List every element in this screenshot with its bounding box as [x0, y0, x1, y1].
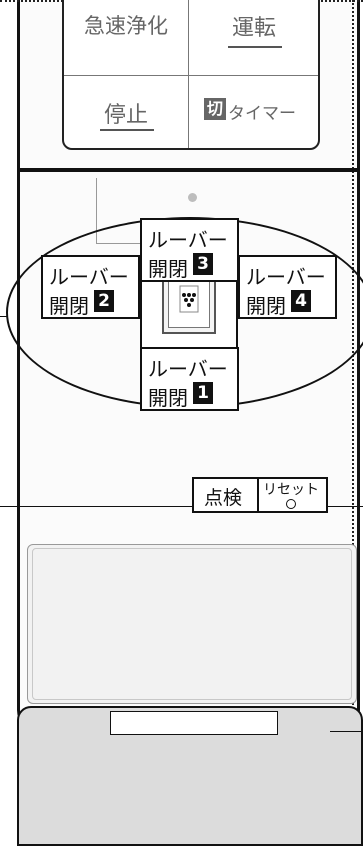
louver-label: ルーバー: [148, 357, 228, 381]
reset-hole-icon: [286, 499, 296, 509]
divider: [257, 477, 259, 513]
quick-purify-button[interactable]: 急速浄化: [64, 0, 188, 74]
divider: [64, 75, 318, 76]
reset-button[interactable]: リセット: [259, 479, 326, 511]
louver-label: ルーバー: [148, 228, 228, 252]
stop-label: 停止: [103, 103, 148, 128]
quick-purify-label: 急速浄化: [84, 14, 168, 38]
divider: [188, 0, 189, 148]
leader-line: [328, 506, 363, 507]
leader-line: [0, 316, 8, 317]
open-close-text: 開閉: [148, 386, 188, 410]
check-label: 点検: [204, 487, 243, 509]
fan-dots-icon: [179, 285, 199, 313]
check-reset-frame: [192, 477, 328, 513]
off-timer-label: タイマー: [228, 104, 296, 124]
open-close-text: 開閉: [148, 257, 188, 281]
indicator-led-icon: [188, 193, 197, 202]
louver-number-badge: 3: [193, 253, 213, 275]
leader-line: [330, 731, 363, 732]
louver-number-badge: 1: [193, 382, 213, 404]
off-timer-button[interactable]: 切 タイマー: [190, 77, 318, 147]
louver-label: ルーバー: [246, 265, 326, 289]
fan-icon-inner: [168, 274, 210, 328]
leader-line: [0, 506, 192, 507]
louver-number-badge: 2: [94, 290, 114, 312]
check-button[interactable]: 点検: [194, 479, 256, 511]
open-close-text: 開閉: [49, 294, 89, 318]
leader-line: [96, 178, 97, 243]
run-label: 運転: [231, 16, 276, 41]
off-timer-icon: 切: [204, 98, 226, 120]
cover-slide-tab[interactable]: [110, 711, 278, 735]
stop-button[interactable]: 停止: [64, 77, 188, 147]
lower-panel-inner: [32, 548, 352, 700]
section-divider: [20, 168, 357, 172]
lower-panel: [27, 544, 357, 704]
run-button[interactable]: 運転: [190, 0, 318, 74]
louver-number-badge: 4: [291, 290, 311, 312]
stop-underline: [100, 129, 154, 131]
open-close-text: 開閉: [246, 294, 286, 318]
run-underline: [228, 46, 282, 48]
louver-label: ルーバー: [49, 265, 129, 289]
reset-label: リセット: [263, 482, 319, 498]
